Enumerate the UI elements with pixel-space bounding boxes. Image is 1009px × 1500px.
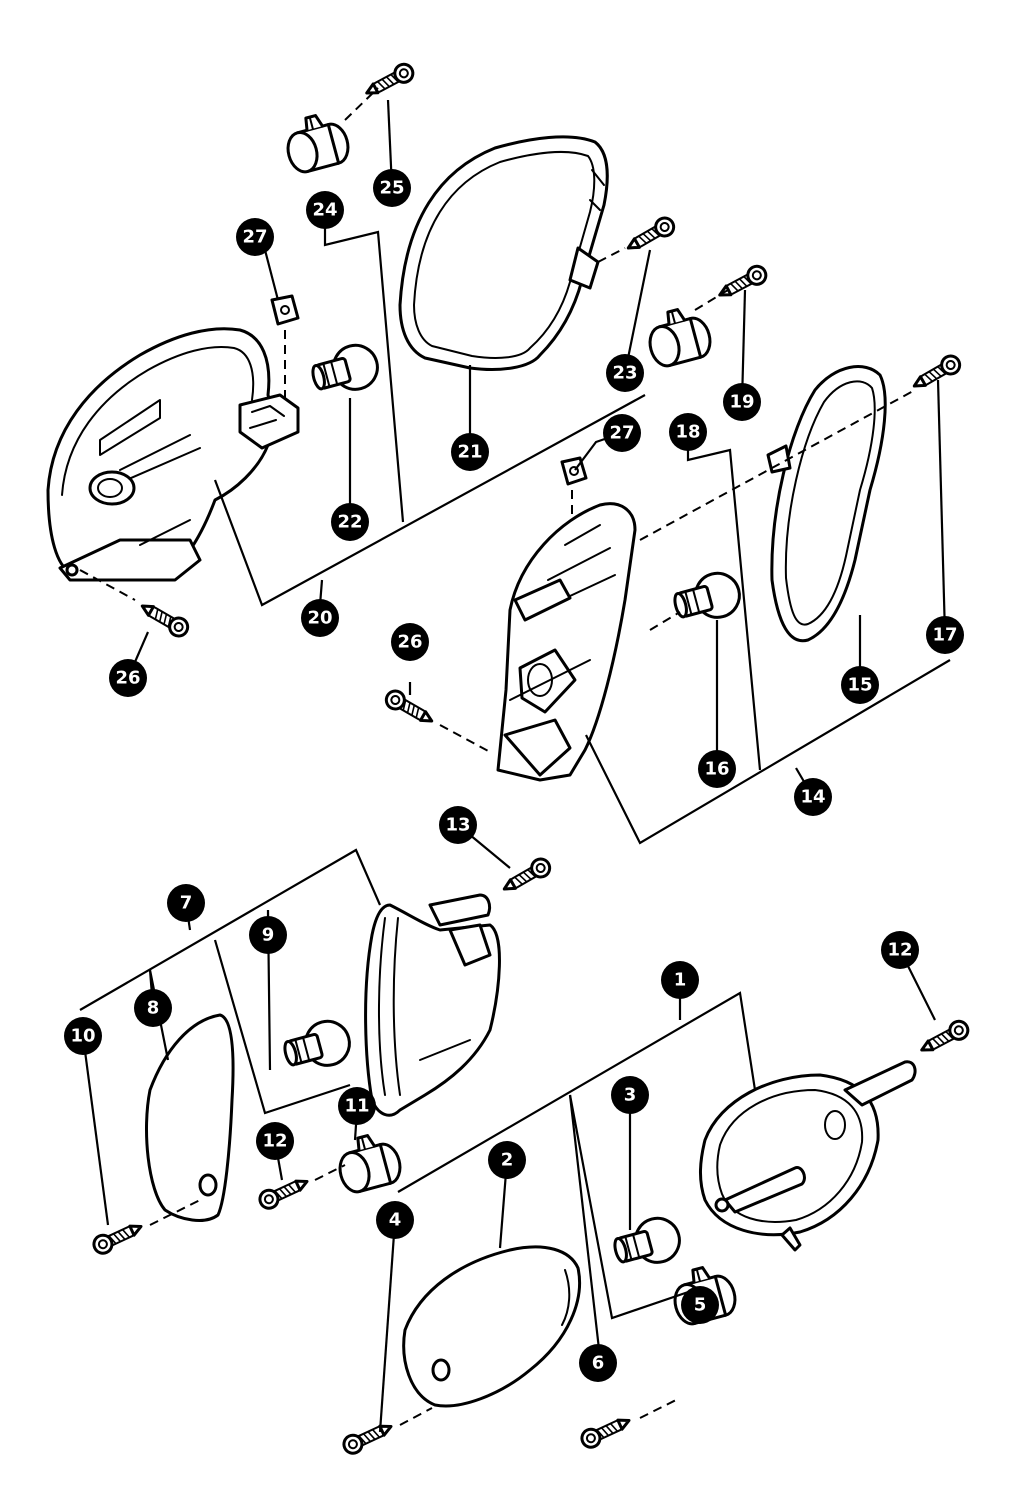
screw-23: [622, 213, 679, 258]
callout-8-label: 8: [147, 998, 160, 1019]
callout-18-label: 18: [675, 422, 700, 443]
screw-26a: [136, 596, 193, 641]
callout-14-label: 14: [800, 787, 825, 808]
callout-27a-label: 27: [242, 227, 267, 248]
callout-12a: 12: [256, 1122, 294, 1160]
callout-26a-label: 26: [115, 668, 140, 689]
callout-16-label: 16: [704, 759, 729, 780]
callout-15-label: 15: [847, 675, 872, 696]
callout-5-label: 5: [694, 1295, 707, 1316]
lens-2: [402, 1245, 582, 1408]
lamp-housing-1: [699, 1060, 917, 1252]
callout-1-label: 1: [674, 970, 687, 991]
bulb-22: [306, 338, 384, 402]
callout-21-label: 21: [457, 442, 482, 463]
callout-11-label: 11: [344, 1096, 369, 1117]
callout-27a: 27: [236, 218, 274, 256]
callout-13-label: 13: [445, 815, 470, 836]
callout-4-label: 4: [389, 1210, 402, 1231]
callout-11: 11: [338, 1087, 376, 1125]
callout-20-label: 20: [307, 608, 332, 629]
callout-4: 4: [376, 1201, 414, 1239]
screw-19: [714, 261, 771, 305]
callout-17: 17: [926, 616, 964, 654]
callout-24-label: 24: [312, 200, 337, 221]
callout-19-label: 19: [729, 392, 754, 413]
callout-12b: 12: [881, 931, 919, 969]
lamp-housing-7: [364, 893, 501, 1117]
socket-18: [641, 301, 716, 371]
callout-25-label: 25: [379, 178, 404, 199]
callout-2-label: 2: [501, 1150, 514, 1171]
callout-1: 1: [661, 961, 699, 999]
callout-26b: 26: [391, 623, 429, 661]
callout-25: 25: [373, 169, 411, 207]
callout-13: 13: [439, 806, 477, 844]
socket-11: [331, 1127, 406, 1197]
bulb-16: [668, 566, 746, 630]
callout-8: 8: [134, 989, 172, 1027]
screw-17: [908, 351, 965, 396]
screw-4: [339, 1416, 397, 1458]
callout-23-label: 23: [612, 363, 637, 384]
callout-3-label: 3: [624, 1085, 637, 1106]
callout-20: 20: [301, 599, 339, 637]
lamp-housing-20: [46, 327, 300, 582]
callout-22-label: 22: [337, 512, 362, 533]
screw-13: [498, 854, 555, 899]
callout-26a: 26: [109, 659, 147, 697]
callout-5: 5: [681, 1286, 719, 1324]
callout-24: 24: [306, 191, 344, 229]
callout-9-label: 9: [262, 925, 275, 946]
callout-23: 23: [606, 354, 644, 392]
callout-2: 2: [488, 1141, 526, 1179]
callout-19: 19: [723, 383, 761, 421]
callout-6-label: 6: [592, 1353, 605, 1374]
clip-27a: [270, 294, 300, 326]
callout-17-label: 17: [932, 625, 957, 646]
screw-6: [577, 1410, 635, 1452]
bulb-9: [278, 1014, 356, 1078]
callout-12a-label: 12: [262, 1131, 287, 1152]
screw-12b: [916, 1016, 973, 1060]
callout-27b-label: 27: [609, 423, 634, 444]
callout-9: 9: [249, 916, 287, 954]
bulb-3: [608, 1211, 686, 1275]
callout-21: 21: [451, 433, 489, 471]
screw-12a: [255, 1171, 313, 1213]
lens-15: [766, 365, 887, 643]
lens-21: [398, 135, 609, 371]
lens-8: [145, 1013, 235, 1222]
callout-7-label: 7: [180, 893, 193, 914]
screw-10: [89, 1216, 147, 1258]
callout-14: 14: [794, 778, 832, 816]
lamp-housing-14: [496, 502, 637, 782]
callout-27b: 27: [603, 414, 641, 452]
callout-12b-label: 12: [887, 940, 912, 961]
callout-16: 16: [698, 750, 736, 788]
callout-6: 6: [579, 1344, 617, 1382]
callout-10: 10: [64, 1017, 102, 1055]
callout-22: 22: [331, 503, 369, 541]
callout-18: 18: [669, 413, 707, 451]
callout-3: 3: [611, 1076, 649, 1114]
socket-24: [279, 107, 354, 177]
callout-15: 15: [841, 666, 879, 704]
callout-10-label: 10: [70, 1026, 95, 1047]
callout-7: 7: [167, 884, 205, 922]
callout-26b-label: 26: [397, 632, 422, 653]
